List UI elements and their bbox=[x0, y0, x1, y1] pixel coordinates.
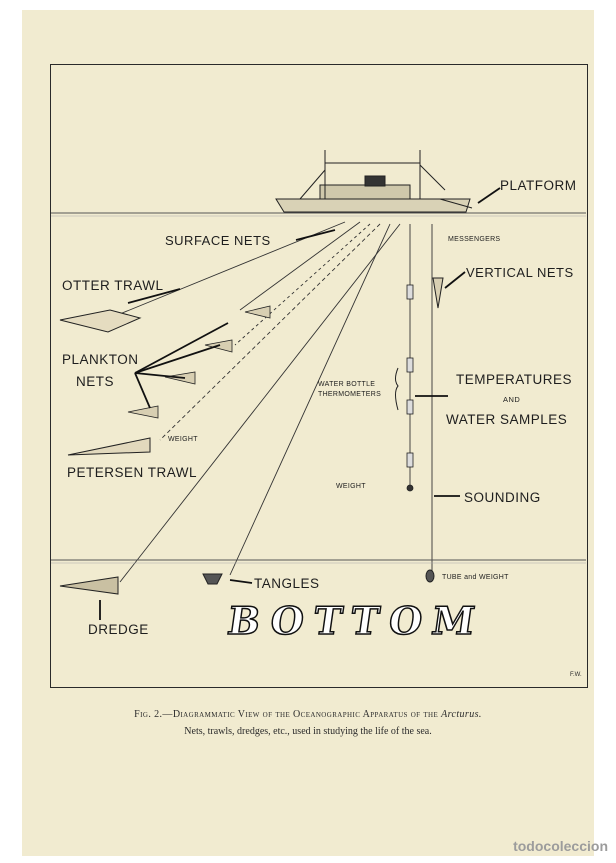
label-water-samples: WATER SAMPLES bbox=[446, 412, 568, 427]
label-nets: NETS bbox=[76, 374, 115, 389]
label-thermometers: THERMOMETERS bbox=[318, 391, 382, 398]
label-sounding: SOUNDING bbox=[464, 490, 541, 505]
label-dredge: DREDGE bbox=[88, 622, 149, 637]
artist-initials: F.W. bbox=[570, 672, 582, 678]
label-tangles: TANGLES bbox=[254, 576, 320, 591]
figure-caption-title: Fig. 2.—Diagrammatic View of the Oceanog… bbox=[0, 709, 616, 720]
label-surface-nets: SURFACE NETS bbox=[165, 233, 271, 248]
label-plankton: PLANKTON bbox=[62, 352, 139, 367]
dredge-icon bbox=[59, 576, 119, 595]
vertical-net-icon bbox=[432, 277, 444, 309]
figure-caption-subtitle: Nets, trawls, dredges, etc., used in stu… bbox=[184, 726, 432, 737]
tangles-icon bbox=[202, 573, 223, 585]
label-and: AND bbox=[503, 395, 521, 404]
label-otter-trawl: OTTER TRAWL bbox=[62, 278, 164, 293]
tow-lines bbox=[109, 221, 433, 583]
label-messengers: MESSENGERS bbox=[448, 236, 501, 243]
label-tube-weight: TUBE and WEIGHT bbox=[442, 574, 509, 581]
tube-weight-icon bbox=[425, 569, 435, 583]
label-temperatures: TEMPERATURES bbox=[456, 372, 573, 387]
label-platform: PLATFORM bbox=[500, 178, 577, 193]
label-water-bottle: WATER BOTTLE bbox=[318, 381, 376, 388]
watermark: todocoleccion bbox=[513, 838, 608, 854]
label-arrows bbox=[99, 187, 501, 620]
diagram-frame bbox=[50, 64, 588, 688]
petersen-trawl-icon bbox=[67, 437, 151, 456]
label-vertical-nets: VERTICAL NETS bbox=[466, 265, 574, 280]
water-bottle-icons bbox=[406, 284, 414, 492]
label-petersen-trawl: PETERSEN TRAWL bbox=[67, 465, 198, 480]
page-sheet bbox=[22, 10, 594, 856]
caption-title-text: Fig. 2.—Diagrammatic View of the Oceanog… bbox=[134, 709, 442, 720]
label-weight-mid: WEIGHT bbox=[336, 483, 366, 490]
ship-icon bbox=[275, 150, 473, 213]
label-bottom: BOTTOM bbox=[224, 597, 488, 644]
label-weight-small: WEIGHT bbox=[168, 436, 198, 443]
caption-title-italic: Arcturus. bbox=[441, 709, 482, 720]
otter-trawl-icon bbox=[59, 309, 142, 333]
